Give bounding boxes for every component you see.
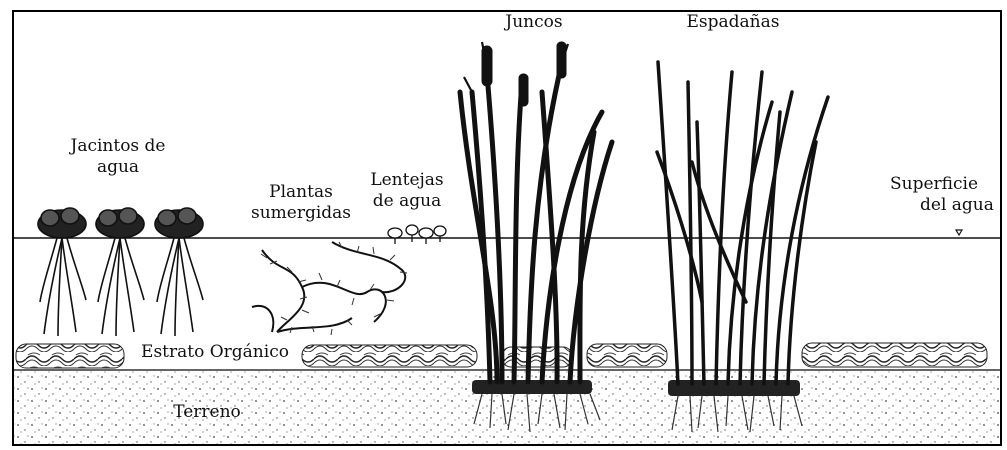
label-jacintos-line2: agua	[68, 157, 168, 178]
label-plantas: Plantas sumergidas	[246, 182, 356, 224]
surface-marker-icon	[956, 230, 962, 235]
label-superficie-line1: Superficie	[890, 174, 1002, 195]
label-jacintos-line1: Jacintos de	[68, 136, 168, 157]
water-hyacinth-plants	[38, 208, 203, 336]
label-juncos: Juncos	[494, 12, 574, 33]
diagram-frame: Jacintos de agua Plantas sumergidas Lent…	[12, 10, 1002, 446]
label-superficie-line2: del agua	[890, 195, 1002, 216]
submerged-plants	[252, 242, 407, 335]
label-terreno: Terreno	[162, 402, 252, 423]
label-superficie: Superficie del agua	[890, 174, 1002, 216]
label-estrato: Estrato Orgánico	[120, 342, 310, 363]
wetland-diagram	[12, 10, 1002, 446]
label-espadanas: Espadañas	[678, 12, 788, 33]
label-lentejas-line2: de agua	[362, 191, 452, 212]
label-jacintos: Jacintos de agua	[68, 136, 168, 178]
label-plantas-line1: Plantas	[246, 182, 356, 203]
label-lentejas: Lentejas de agua	[362, 170, 452, 212]
duckweed	[388, 225, 446, 244]
label-plantas-line2: sumergidas	[246, 203, 356, 224]
label-lentejas-line1: Lentejas	[362, 170, 452, 191]
